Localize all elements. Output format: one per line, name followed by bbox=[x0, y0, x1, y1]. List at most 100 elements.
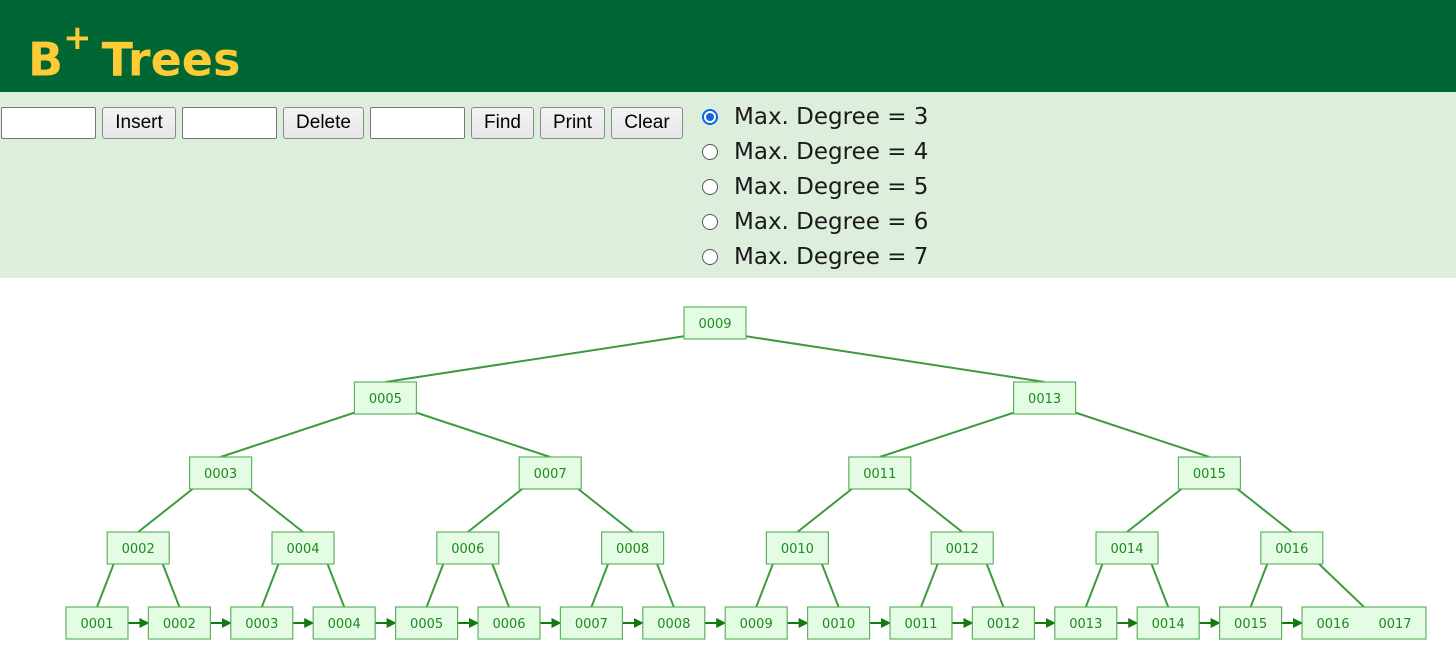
tree-internal-node: 0005 bbox=[353, 381, 417, 415]
node-box bbox=[436, 531, 500, 565]
degree-option-4[interactable]: Max. Degree = 4 bbox=[700, 134, 928, 169]
delete-input[interactable] bbox=[182, 107, 277, 139]
node-box bbox=[395, 606, 459, 640]
find-button[interactable]: Find bbox=[471, 107, 534, 139]
node-box bbox=[642, 606, 706, 640]
tree-leaf-node: 0013 bbox=[1054, 606, 1118, 640]
tree-edge bbox=[1126, 484, 1188, 533]
insert-input[interactable] bbox=[1, 107, 96, 139]
tree-leaf-node: 0014 bbox=[1136, 606, 1200, 640]
tree-internal-node: 0012 bbox=[930, 531, 994, 565]
tree-leaf-node: 0001 bbox=[65, 606, 129, 640]
tree-edge bbox=[137, 484, 199, 533]
node-box bbox=[65, 606, 129, 640]
node-key: 0010 bbox=[822, 617, 855, 632]
node-box bbox=[848, 456, 912, 490]
node-key: 0005 bbox=[410, 617, 443, 632]
node-key: 0008 bbox=[657, 617, 690, 632]
degree-label-7: Max. Degree = 7 bbox=[734, 243, 929, 270]
node-key: 0003 bbox=[245, 617, 278, 632]
degree-option-7[interactable]: Max. Degree = 7 bbox=[700, 239, 928, 274]
tree-internal-node: 0008 bbox=[600, 531, 665, 565]
tree-edge bbox=[260, 559, 281, 608]
node-key: 0016 bbox=[1275, 542, 1308, 557]
tree-edge bbox=[325, 559, 346, 608]
tree-edge bbox=[220, 409, 363, 458]
print-button[interactable]: Print bbox=[540, 107, 605, 139]
tree-edge bbox=[242, 484, 304, 533]
tree-edge bbox=[654, 559, 675, 608]
node-key: 0007 bbox=[575, 617, 608, 632]
degree-radio-6[interactable] bbox=[702, 213, 718, 230]
node-box bbox=[189, 456, 253, 490]
node-box bbox=[312, 606, 376, 640]
degree-radio-3[interactable] bbox=[702, 108, 718, 125]
tree-edge bbox=[796, 484, 858, 533]
node-box bbox=[971, 606, 1036, 640]
degree-option-6[interactable]: Max. Degree = 6 bbox=[700, 204, 928, 239]
title-plus: + bbox=[63, 18, 92, 58]
node-box bbox=[1136, 606, 1200, 640]
tree-internal-node: 0004 bbox=[271, 531, 335, 565]
insert-button[interactable]: Insert bbox=[102, 107, 176, 139]
degree-radio-7[interactable] bbox=[702, 248, 718, 265]
node-key: 0017 bbox=[1378, 617, 1411, 632]
controls-panel: Insert Delete Find Print Clear Max. Degr… bbox=[0, 92, 1456, 278]
node-key: 0004 bbox=[328, 617, 361, 632]
tree-leaf-node: 0005 bbox=[395, 606, 459, 640]
degree-option-3[interactable]: Max. Degree = 3 bbox=[700, 99, 928, 134]
tree-edge bbox=[902, 484, 963, 533]
tree-edge bbox=[408, 409, 551, 458]
node-key: 0004 bbox=[286, 542, 319, 557]
tree-internal-node: 0013 bbox=[1012, 381, 1077, 415]
find-input[interactable] bbox=[370, 107, 465, 139]
degree-radio-5[interactable] bbox=[702, 178, 718, 195]
tree-leaf-node: 0002 bbox=[147, 606, 211, 640]
tree-edge bbox=[572, 484, 634, 533]
node-box bbox=[930, 531, 994, 565]
node-key: 0008 bbox=[616, 542, 649, 557]
tree-internal-node: 0007 bbox=[518, 456, 582, 490]
node-box bbox=[230, 606, 294, 640]
tree-leaf-node: 0012 bbox=[971, 606, 1036, 640]
header-bar: B+Trees bbox=[0, 0, 1456, 92]
degree-label-5: Max. Degree = 5 bbox=[734, 173, 929, 200]
tree-internal-node: 0006 bbox=[436, 531, 500, 565]
tree-edge bbox=[160, 559, 181, 608]
node-key: 0003 bbox=[204, 467, 237, 482]
node-box bbox=[1301, 606, 1427, 640]
degree-radio-4[interactable] bbox=[702, 143, 718, 160]
node-key: 0014 bbox=[1110, 542, 1143, 557]
tree-edge bbox=[879, 409, 1022, 458]
node-key: 0006 bbox=[492, 617, 525, 632]
tree-edge bbox=[1067, 409, 1210, 458]
tree-leaf-node: 0003 bbox=[230, 606, 294, 640]
delete-button[interactable]: Delete bbox=[283, 107, 364, 139]
node-key: 0001 bbox=[80, 617, 113, 632]
tree-internal-node: 0002 bbox=[106, 531, 170, 565]
node-box bbox=[889, 606, 953, 640]
tree-edge bbox=[920, 559, 941, 608]
node-key: 0010 bbox=[781, 542, 814, 557]
degree-label-4: Max. Degree = 4 bbox=[734, 138, 929, 165]
node-box bbox=[765, 531, 830, 565]
tree-edge bbox=[1149, 559, 1170, 608]
node-box bbox=[147, 606, 211, 640]
tree-leaf-node: 0011 bbox=[889, 606, 953, 640]
node-key: 0002 bbox=[122, 542, 155, 557]
node-key: 0013 bbox=[1028, 392, 1061, 407]
tree-edge bbox=[1231, 484, 1293, 533]
tree-edge bbox=[96, 559, 117, 608]
node-key: 0012 bbox=[946, 542, 979, 557]
node-key: 0013 bbox=[1069, 617, 1102, 632]
degree-option-5[interactable]: Max. Degree = 5 bbox=[700, 169, 928, 204]
tree-edge bbox=[755, 559, 776, 608]
node-box bbox=[683, 306, 747, 340]
tree-leaf-node: 0015 bbox=[1218, 606, 1283, 640]
node-key: 0007 bbox=[534, 467, 567, 482]
clear-button[interactable]: Clear bbox=[611, 107, 683, 139]
tree-edge bbox=[1249, 559, 1270, 608]
tree-leaf-node: 0008 bbox=[642, 606, 706, 640]
node-box bbox=[1054, 606, 1118, 640]
